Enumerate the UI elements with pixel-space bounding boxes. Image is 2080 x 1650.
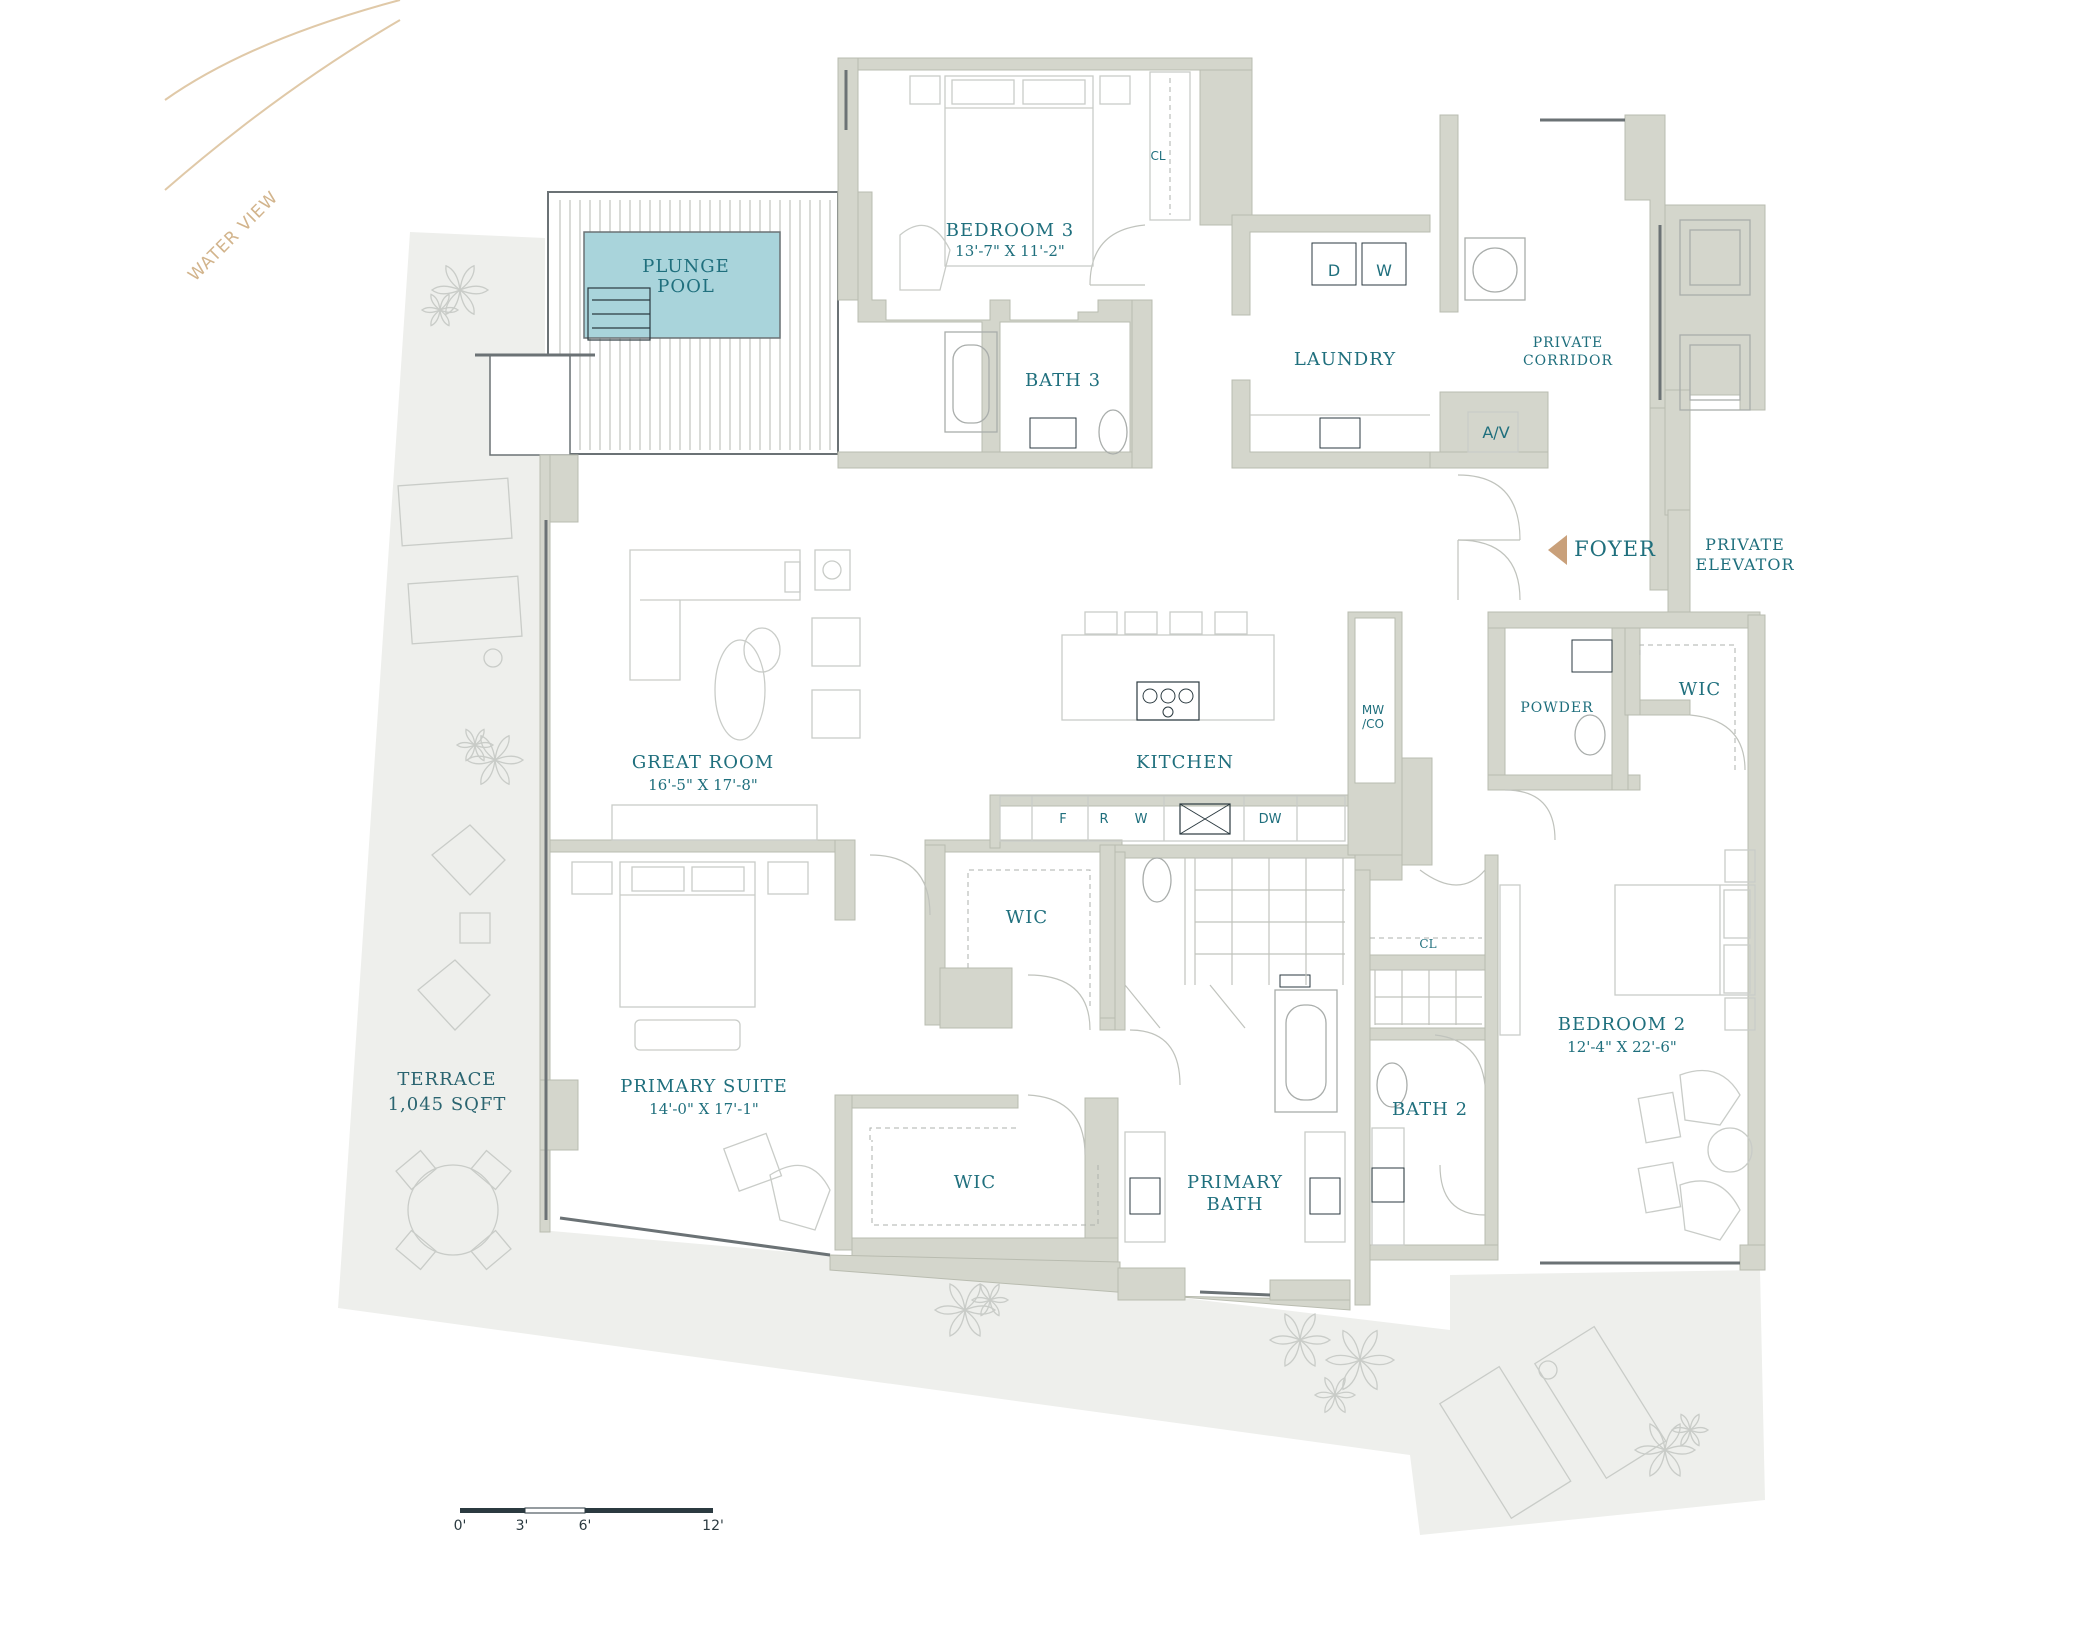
great-room-dims: 16'-5" X 17'-8" xyxy=(648,776,758,794)
closet-bath2-label: CL xyxy=(1419,937,1436,951)
kitchen-island xyxy=(1061,611,1275,721)
terrace-label: TERRACE xyxy=(397,1069,496,1090)
wic-primary-upper-label: WIC xyxy=(1006,907,1048,928)
water-view-arcs xyxy=(164,0,401,191)
terrace-area: 1,045 SQFT xyxy=(388,1094,507,1115)
water-view-label: WATER VIEW xyxy=(184,187,282,285)
primary-suite-dims: 14'-0" X 17'-1" xyxy=(649,1100,759,1118)
dryer-label: D xyxy=(1328,261,1340,280)
primary-bath-label-1: PRIMARY xyxy=(1187,1172,1283,1193)
kitchen-label: KITCHEN xyxy=(1136,752,1234,773)
laundry-fixtures xyxy=(1250,237,1526,453)
great-room-label: GREAT ROOM xyxy=(632,752,774,773)
wic-lower-shelves xyxy=(869,1127,1099,1226)
scale-tick-12: 12' xyxy=(702,1518,724,1534)
private-corridor-label-2: CORRIDOR xyxy=(1523,353,1613,369)
private-elevator-label-1: PRIVATE xyxy=(1705,535,1785,554)
laundry-label: LAUNDRY xyxy=(1294,349,1396,370)
fixture-labels: CL CL D W A/V MW /CO F R W DW xyxy=(1059,149,1509,951)
bedroom2-furniture xyxy=(1499,849,1756,1241)
private-corridor-label-1: PRIVATE xyxy=(1533,335,1604,351)
plunge-pool xyxy=(583,231,781,341)
plunge-pool-label-2: POOL xyxy=(657,276,715,297)
bath2-fixtures xyxy=(1371,969,1482,1246)
windows xyxy=(544,70,1740,1297)
bedroom2-label: BEDROOM 2 xyxy=(1558,1014,1686,1035)
wic-upper-shelves xyxy=(967,869,1091,1010)
plunge-pool-label-1: PLUNGE xyxy=(642,256,730,277)
scale-tick-3: 3' xyxy=(516,1518,529,1534)
wine-label: W xyxy=(1135,812,1148,827)
kitchen-counter xyxy=(999,795,1346,842)
microwave-label: MW xyxy=(1362,703,1384,717)
microwave-label-2: /CO xyxy=(1362,717,1384,731)
range-label: R xyxy=(1099,812,1108,827)
bedroom2-dims: 12'-4" X 22'-6" xyxy=(1567,1038,1677,1056)
closets xyxy=(1169,78,1736,939)
primary-suite-label: PRIMARY SUITE xyxy=(620,1076,788,1097)
great-room-furniture xyxy=(611,549,861,841)
primary-bath-fixtures xyxy=(1124,857,1346,1243)
doors xyxy=(869,224,1746,1216)
fridge-label: F xyxy=(1059,812,1066,827)
bedroom3-label: BEDROOM 3 xyxy=(946,220,1074,241)
foyer-label: FOYER xyxy=(1574,537,1656,561)
private-elevator-label-2: ELEVATOR xyxy=(1696,555,1795,574)
elevator-cabs xyxy=(1679,219,1751,411)
scale-tick-6: 6' xyxy=(579,1518,592,1534)
washer-label: W xyxy=(1376,261,1392,280)
bath3-label: BATH 3 xyxy=(1025,370,1101,391)
bedroom3-dims: 13'-7" X 11'-2" xyxy=(955,242,1065,260)
primary-bath-label-2: BATH xyxy=(1207,1194,1264,1215)
wic-foyer-label: WIC xyxy=(1679,679,1721,700)
powder-label: POWDER xyxy=(1520,700,1593,716)
closet-bed3-label: CL xyxy=(1150,149,1165,163)
bath2-label: BATH 2 xyxy=(1392,1099,1468,1120)
wic-primary-lower-label: WIC xyxy=(954,1172,996,1193)
terrace-furniture xyxy=(395,477,1667,1520)
room-labels: PLUNGE POOL BEDROOM 3 13'-7" X 11'-2" BA… xyxy=(388,220,1795,1215)
dishwasher-label: DW xyxy=(1259,812,1282,827)
terrace-area xyxy=(338,232,1765,1535)
bath3-fixtures xyxy=(944,331,1128,455)
primary-suite-furniture xyxy=(571,861,831,1231)
bedroom3-furniture xyxy=(899,71,1191,291)
scale-tick-0: 0' xyxy=(454,1518,467,1534)
scale-bar: 0' 3' 6' 12' xyxy=(454,1507,724,1534)
terrace-plants xyxy=(420,264,1710,1477)
av-label: A/V xyxy=(1482,423,1509,442)
powder-fixtures xyxy=(1571,639,1613,756)
foyer-arrow-icon xyxy=(1548,535,1567,565)
